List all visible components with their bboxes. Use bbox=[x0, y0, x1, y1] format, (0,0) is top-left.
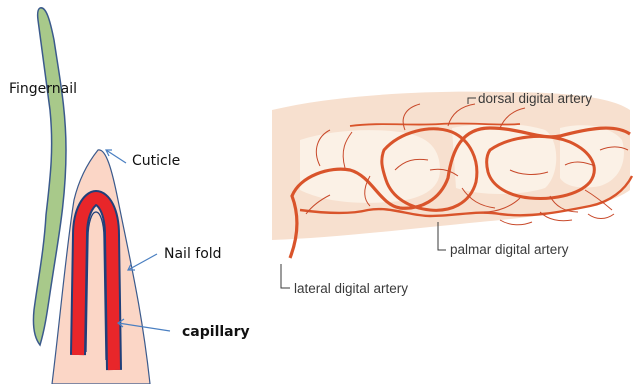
capillary-label: capillary bbox=[182, 325, 250, 339]
dorsal-digital-artery-label: dorsal digital artery bbox=[478, 92, 592, 106]
fingernail-shape bbox=[33, 8, 66, 345]
palmar-digital-artery-label: palmar digital artery bbox=[450, 243, 569, 257]
nail-fold-arrow bbox=[128, 254, 157, 270]
nail-fold-skin bbox=[52, 150, 150, 384]
lateral-digital-artery-label: lateral digital artery bbox=[294, 282, 408, 296]
finger-artery-illustration bbox=[272, 92, 632, 288]
cuticle-arrow bbox=[106, 150, 126, 163]
cuticle-label: Cuticle bbox=[132, 154, 180, 168]
nail-fold-label: Nail fold bbox=[164, 247, 222, 261]
fingernail-label: Fingernail bbox=[9, 82, 77, 96]
